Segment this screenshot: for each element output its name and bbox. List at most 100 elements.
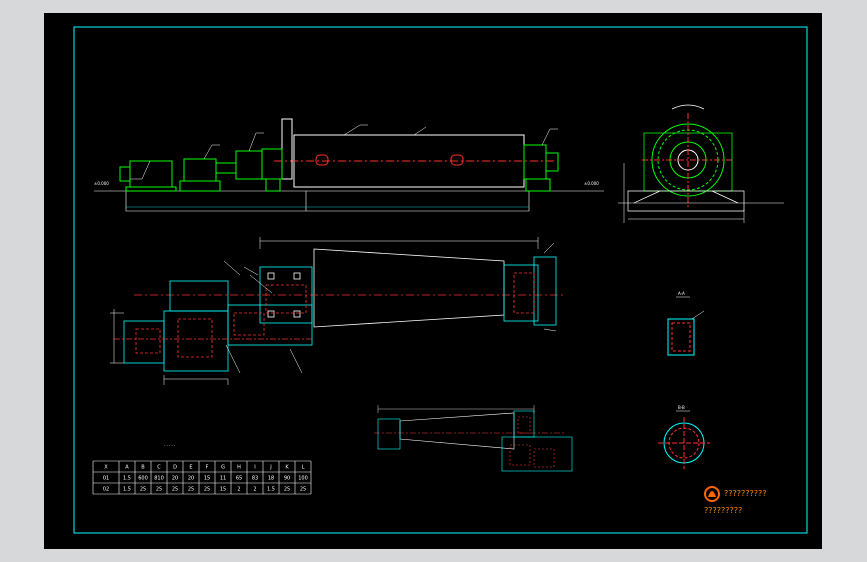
logo-icon <box>704 486 720 502</box>
table-cell: 90 <box>284 476 290 482</box>
table-grid <box>92 460 312 495</box>
plan-feed-anchor-1 <box>267 272 275 280</box>
small-dimensions <box>377 405 535 413</box>
company-stamp: ?????????? ????????? <box>704 486 766 515</box>
table-cell: 02 <box>103 487 109 493</box>
plan-discharge-base <box>533 256 557 326</box>
plan-leaders <box>223 242 557 374</box>
end-support-frame <box>627 190 745 212</box>
section-rect-inner <box>671 322 691 352</box>
small-feed-end <box>377 418 401 450</box>
table-cell: 15 <box>220 487 226 493</box>
plan-discharge-bearing <box>503 264 539 322</box>
plan-feed-anchor-2 <box>293 272 301 280</box>
table-cell: 20 <box>172 476 178 482</box>
table-header-cell: F <box>206 465 209 471</box>
stamp-top-text: ?????????? <box>724 489 766 498</box>
table-cell: 65 <box>236 476 242 482</box>
small-drive-base <box>501 436 573 472</box>
discharge-bearing <box>523 144 547 180</box>
plan-motor-base <box>123 320 165 364</box>
table-header-cell: B <box>141 465 145 471</box>
table-cell: 83 <box>252 476 258 482</box>
table-header-cell: E <box>189 465 192 471</box>
motor-body <box>129 160 173 188</box>
callout-leaders <box>130 124 558 180</box>
table-cell: 25 <box>300 487 306 493</box>
table-cell: 2 <box>253 487 256 493</box>
plan-gear-area <box>169 280 229 312</box>
table-cell: 100 <box>298 476 308 482</box>
plan-view <box>110 237 564 385</box>
logo-flame <box>708 491 716 497</box>
motor-base <box>125 186 177 192</box>
table-cell: 18 <box>268 476 274 482</box>
section-rect-leader <box>691 310 705 320</box>
plan-reducer-base <box>163 310 229 372</box>
table-header-cell: I <box>254 465 255 471</box>
table-cell: 1.5 <box>267 487 275 493</box>
plan-feed-bearing <box>259 266 313 324</box>
end-rotation-arrow <box>671 104 705 110</box>
table-cell: 15 <box>204 476 210 482</box>
end-dimension <box>623 163 745 223</box>
section-rect-outer <box>667 318 695 356</box>
table-cell: 25 <box>188 487 194 493</box>
table-cell: 25 <box>156 487 162 493</box>
level-label-right: ±0.000 <box>584 181 599 186</box>
stamp-bottom-text: ????????? <box>704 506 742 515</box>
feed-chute <box>281 118 293 180</box>
table-header-cell: L <box>302 465 305 471</box>
table-cell: 1.5 <box>123 487 131 493</box>
table-cell: 20 <box>188 476 194 482</box>
table-cell: 2 <box>237 487 240 493</box>
table-header-cell: X <box>104 465 108 471</box>
discharge-trommel <box>545 152 559 172</box>
table-caption: · · · · · <box>164 443 175 448</box>
table-cell: 11 <box>220 476 226 482</box>
reducer-base <box>179 180 221 192</box>
drum-manhole-right <box>450 154 464 166</box>
table-cell: 25 <box>172 487 178 493</box>
drawing-sheet: ±0.000 ±0.000 <box>44 13 822 549</box>
foundation-outline <box>125 191 530 212</box>
pinion-housing <box>235 150 263 180</box>
drawing-border <box>73 26 808 534</box>
feed-bearing-pedestal <box>265 178 281 192</box>
table-cell: 01 <box>103 476 109 482</box>
plan-drive-components <box>135 272 535 358</box>
table-header-cell: H <box>237 465 241 471</box>
reducer-body <box>183 158 217 182</box>
section-label-b: B-B <box>678 405 685 410</box>
coupling-shaft <box>215 162 237 174</box>
table-cell: 1.5 <box>123 476 131 482</box>
table-cell: 25 <box>284 487 290 493</box>
feed-bearing <box>261 148 283 180</box>
end-view <box>618 104 784 223</box>
small-plan-view <box>374 405 573 472</box>
cad-drawing: ±0.000 ±0.000 <box>73 26 808 534</box>
level-label-left: ±0.000 <box>94 181 109 186</box>
table-cell: 810 <box>154 476 164 482</box>
table-header-cell: G <box>221 465 225 471</box>
small-drive-components <box>509 416 555 468</box>
table-header-cell: A <box>125 465 129 471</box>
section-label-a: A-A <box>678 291 685 296</box>
table-header-cell: D <box>173 465 177 471</box>
discharge-pedestal <box>525 178 551 192</box>
table-cell: 25 <box>204 487 210 493</box>
elevation-view: ±0.000 ±0.000 <box>94 118 604 212</box>
table-cell: 600 <box>138 476 148 482</box>
section-detail-circle: B-B <box>658 405 710 469</box>
plan-dimensions <box>110 237 539 385</box>
section-detail-rect: A-A <box>667 291 705 356</box>
plan-feed-anchor-4 <box>293 310 301 318</box>
motor-fan <box>119 166 131 182</box>
table-cell: 25 <box>140 487 146 493</box>
plan-feed-anchor-3 <box>267 310 275 318</box>
table-header-cell: K <box>285 465 289 471</box>
drum-manhole-left <box>315 154 329 166</box>
